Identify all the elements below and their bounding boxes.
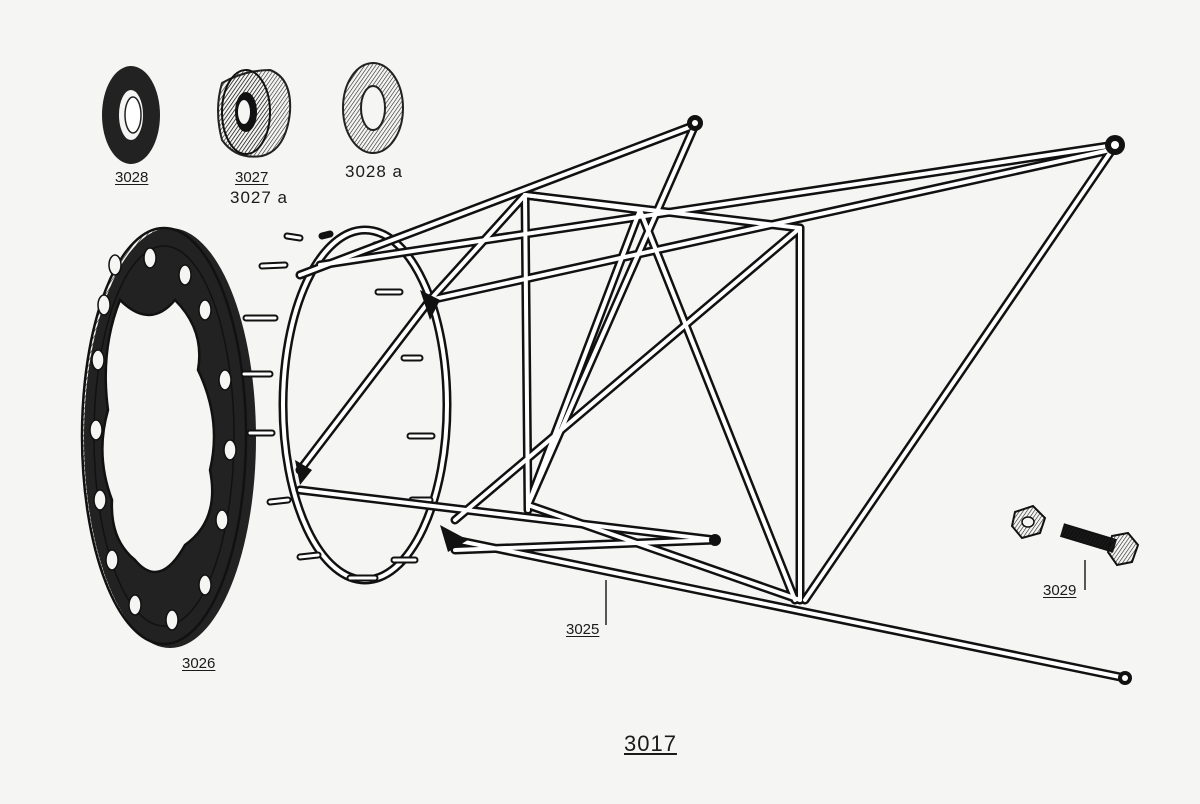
bushing-3027 bbox=[217, 68, 292, 158]
tubular-frame-3025 bbox=[240, 115, 1132, 685]
label-part-3029: 3029 bbox=[1043, 582, 1077, 599]
label-part-3028a: 3028 a bbox=[345, 162, 403, 181]
label-part-3027: 3027 bbox=[235, 169, 269, 186]
label-part-3027a: 3027 a bbox=[230, 188, 288, 207]
label-part-3028: 3028 bbox=[115, 169, 149, 186]
label-part-3026: 3026 bbox=[182, 655, 216, 672]
label-assembly-3017: 3017 bbox=[624, 731, 677, 756]
washer-3028a bbox=[342, 62, 404, 154]
flange-disc-3026 bbox=[80, 226, 256, 648]
bolt-and-nut-3029 bbox=[1010, 504, 1140, 567]
leader-lines bbox=[605, 560, 1086, 625]
label-part-3025: 3025 bbox=[566, 621, 600, 638]
ring-studs bbox=[240, 230, 436, 582]
spacer-ring-3028 bbox=[102, 66, 160, 164]
